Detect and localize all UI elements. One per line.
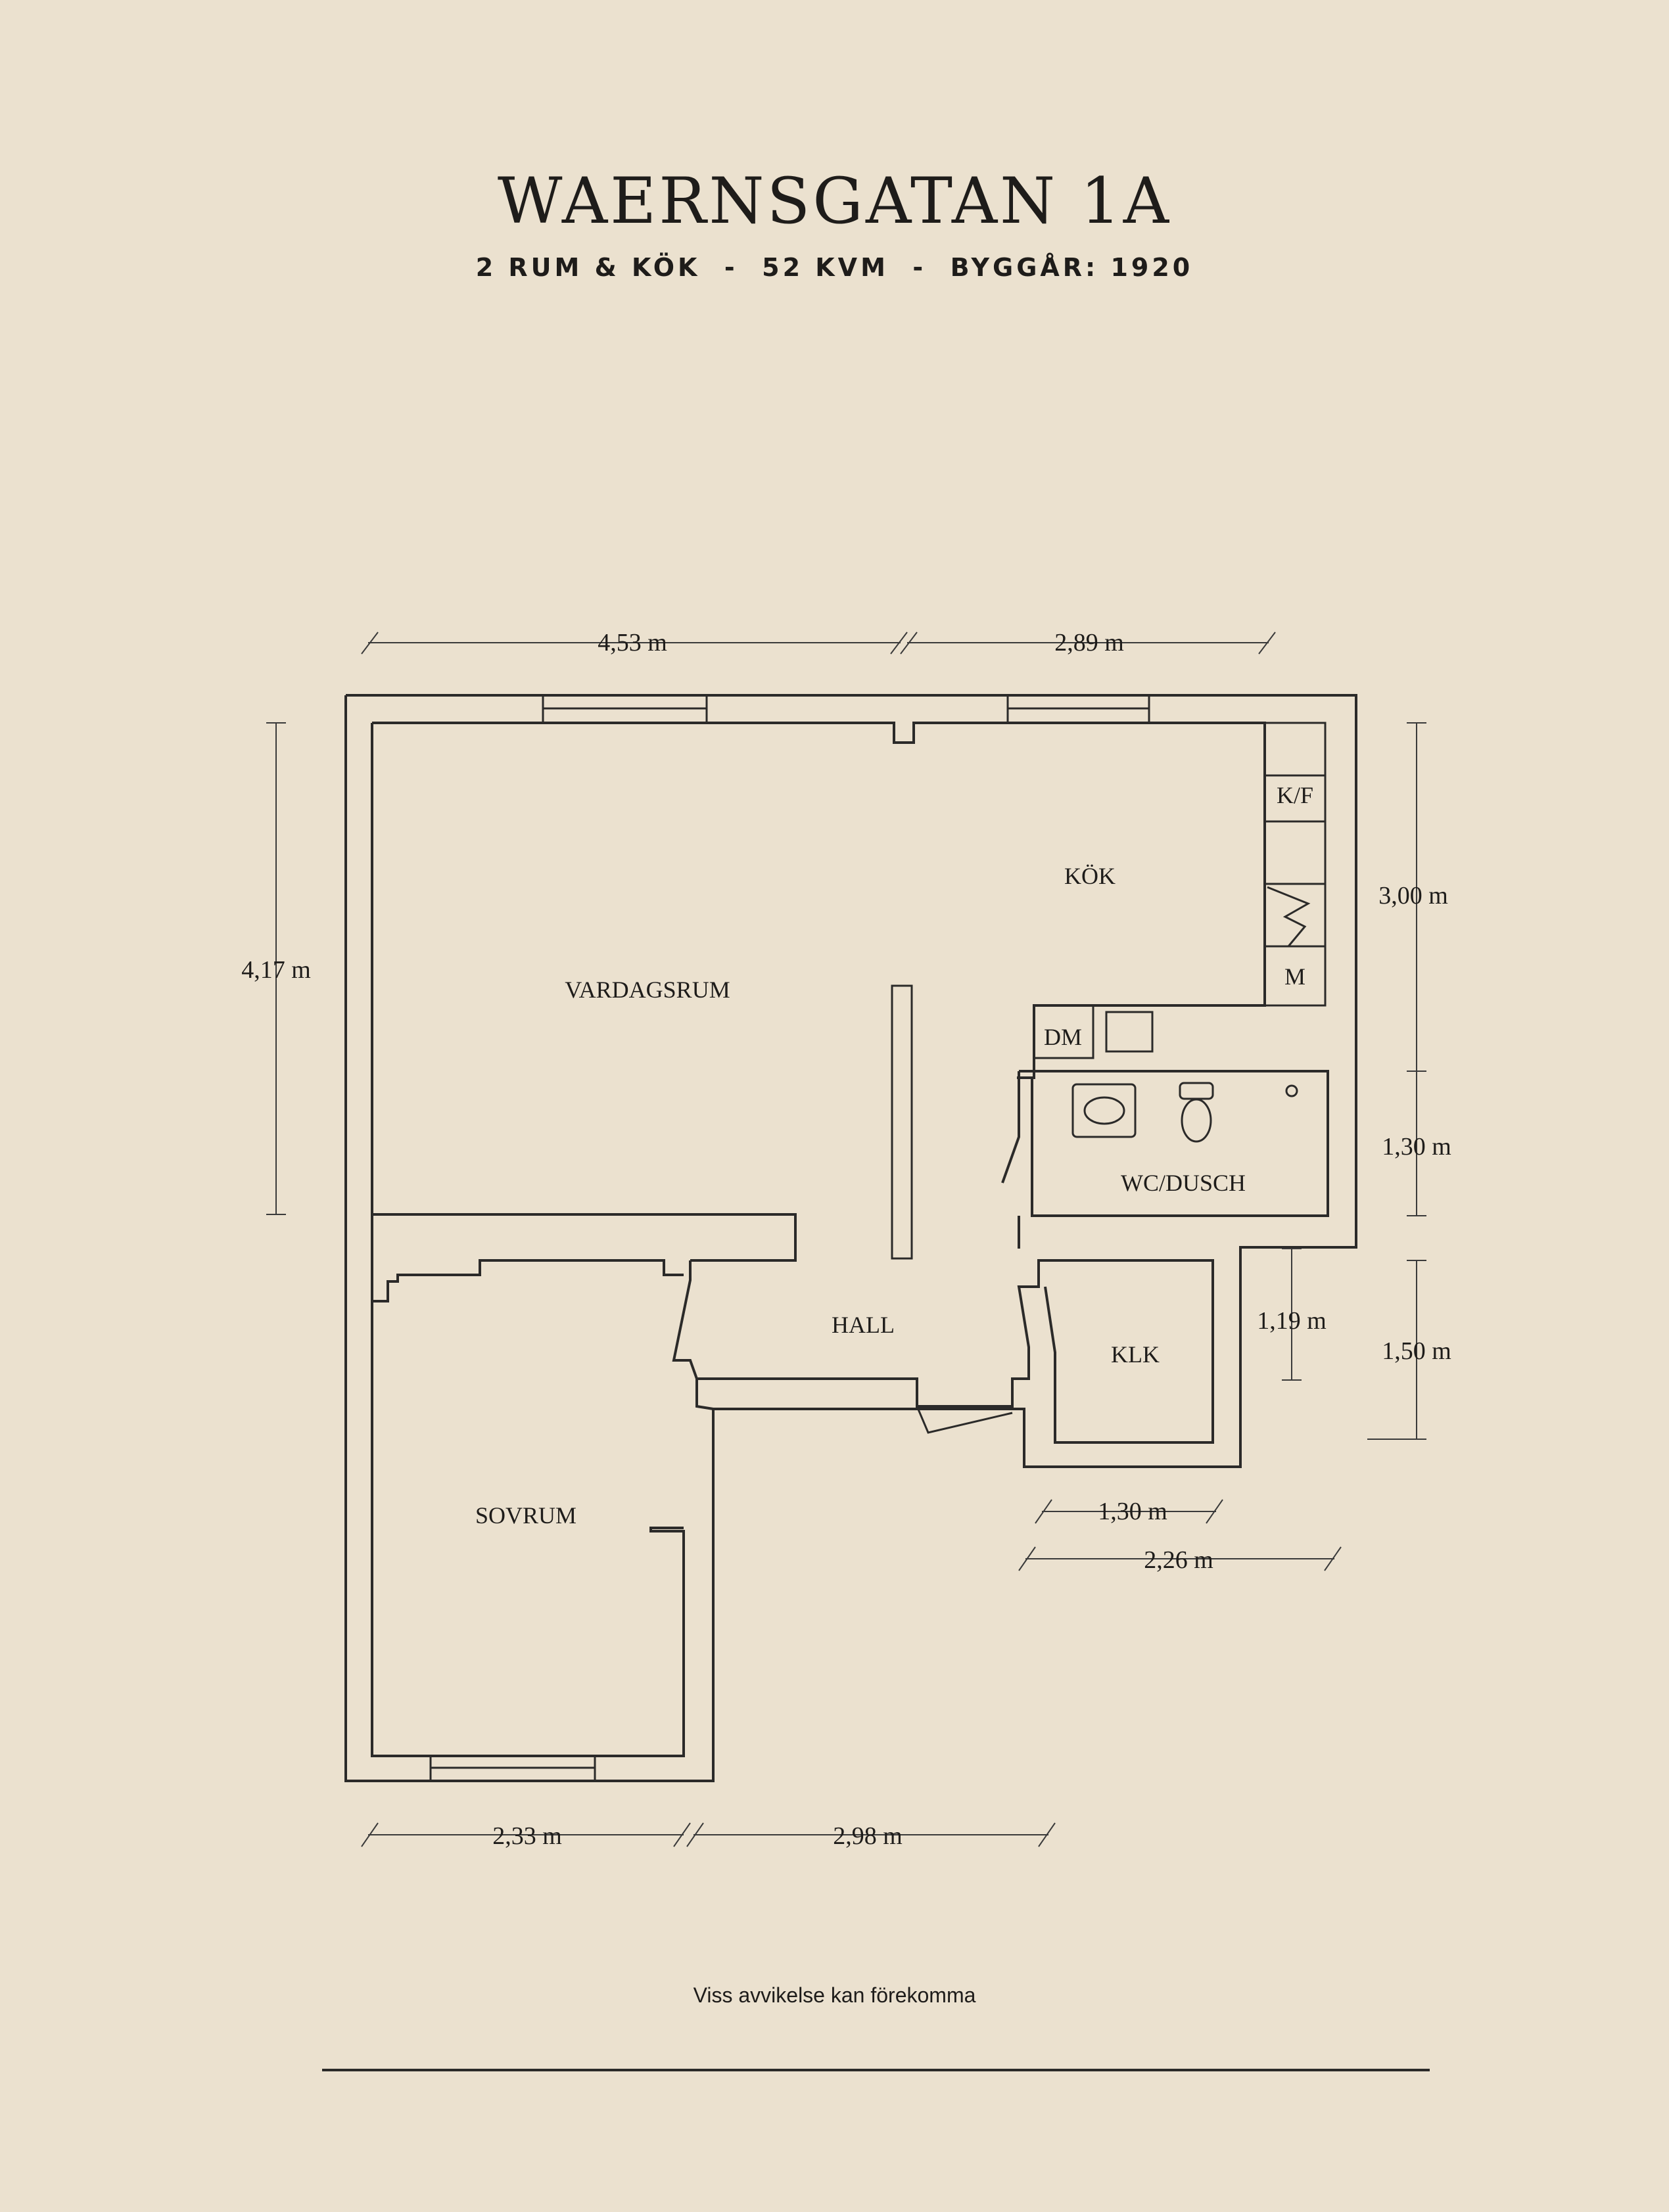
wc-wall <box>1019 1070 1329 1217</box>
dishwasher <box>1033 1004 1094 1059</box>
dimension-lines <box>266 632 1426 1847</box>
shower-icon <box>1285 1084 1298 1097</box>
room-label-kf: K/F <box>1277 782 1313 808</box>
dim-right-kitchen: 3,00 m <box>1378 882 1448 910</box>
room-label-sovrum: SOVRUM <box>475 1502 576 1529</box>
sovrum-wall <box>371 1214 685 1757</box>
vardagsrum-inner-wall <box>371 723 797 1262</box>
dim-top-right: 2,89 m <box>1054 629 1124 657</box>
page-title: WAERNSGATAN 1A <box>497 164 1172 238</box>
room-label-m: M <box>1284 963 1305 990</box>
dim-klk-height-inner: 1,19 m <box>1257 1307 1327 1335</box>
dim-klk-height-outer: 1,50 m <box>1382 1337 1451 1365</box>
dim-bottom-right: 2,98 m <box>833 1822 903 1850</box>
room-label-dm: DM <box>1044 1024 1082 1050</box>
dim-left-height: 4,17 m <box>241 956 311 984</box>
dim-klk-width-inner: 1,30 m <box>1098 1498 1167 1525</box>
outer-wall <box>344 694 1357 1782</box>
room-label-kok: KÖK <box>1064 863 1116 889</box>
partition-wall <box>891 984 913 1260</box>
door-swing <box>916 1406 1013 1434</box>
sink-cabinet <box>1105 1011 1154 1053</box>
disclaimer: Viss avvikelse kan förekomma <box>693 1983 976 2007</box>
room-label-wc: WC/DUSCH <box>1121 1170 1246 1196</box>
kitchen-counter <box>1263 722 1327 1007</box>
dim-klk-width-outer: 2,26 m <box>1144 1546 1213 1574</box>
dim-top-left: 4,53 m <box>598 629 667 657</box>
stove-icon <box>1267 886 1311 947</box>
room-label-hall: HALL <box>832 1312 895 1338</box>
toilet-icon <box>1181 1098 1212 1143</box>
page-subtitle: 2 RUM & KÖK - 52 KVM - BYGGÅR: 1920 <box>475 253 1194 282</box>
dim-bottom-left: 2,33 m <box>492 1822 562 1850</box>
hall-wall <box>672 1259 1214 1444</box>
sink-icon <box>1071 1083 1137 1138</box>
dim-right-wc: 1,30 m <box>1382 1133 1451 1161</box>
room-label-vardagsrum: VARDAGSRUM <box>565 977 730 1003</box>
room-label-klk: KLK <box>1111 1341 1160 1368</box>
vardagsrum-wall <box>372 722 1266 1079</box>
